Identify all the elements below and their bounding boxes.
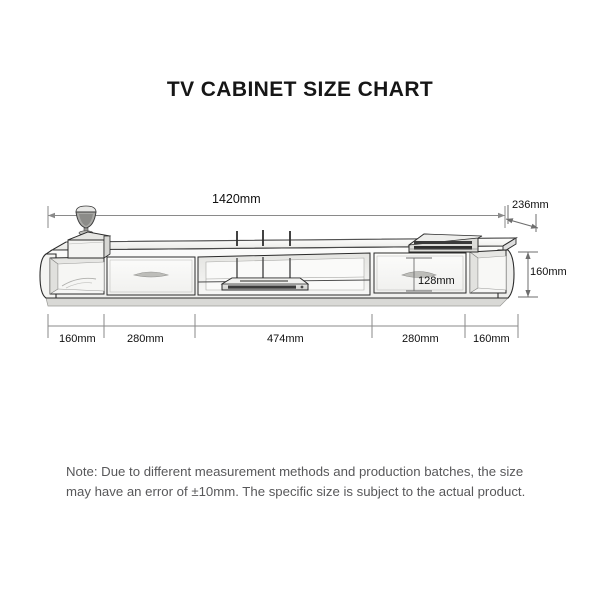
right-drawer (373, 252, 467, 294)
decorative-vase (75, 205, 97, 236)
depth-label: 236mm (512, 199, 549, 211)
cabinet-body (39, 237, 518, 307)
segment-label-center-open-section: 474mm (267, 333, 304, 345)
height-dimension (518, 251, 538, 298)
segment-label-left-open-shelf: 160mm (59, 333, 96, 345)
left-open-shelf (49, 256, 105, 295)
book-stack (407, 233, 483, 253)
storage-box (67, 231, 112, 259)
right-open-shelf (469, 249, 507, 294)
disclaimer-note: Note: Due to different measurement metho… (66, 464, 526, 499)
depth-dimension (505, 205, 539, 232)
overall-width-label: 1420mm (212, 192, 261, 206)
overall-width-dimension (47, 206, 506, 228)
height-label: 160mm (530, 266, 567, 278)
center-av-device (220, 230, 310, 291)
drawer-height-label: 128mm (418, 275, 455, 287)
left-drawer (106, 256, 196, 296)
segment-dimension-chain (47, 314, 519, 338)
segment-label-right-drawer: 280mm (402, 333, 439, 345)
segment-label-right-open-shelf: 160mm (473, 333, 510, 345)
segment-label-left-drawer: 280mm (127, 333, 164, 345)
drawer-height-dimension (406, 257, 432, 292)
page-title: TV CABINET SIZE CHART (166, 78, 434, 101)
